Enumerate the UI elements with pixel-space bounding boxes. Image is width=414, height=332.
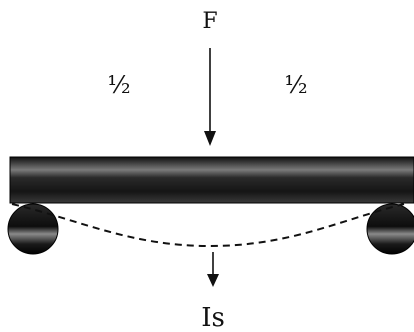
- force-label: F: [202, 9, 217, 34]
- right-support: [366, 203, 414, 255]
- left-support: [7, 203, 59, 255]
- deflection-curve: [11, 203, 405, 248]
- deflection-arrow: [207, 252, 219, 287]
- beam: [9, 156, 414, 204]
- deflection-label: Is: [201, 303, 225, 332]
- right-half-label: ½: [284, 71, 307, 99]
- left-half-label: ½: [107, 71, 130, 99]
- force-arrow: [204, 48, 216, 146]
